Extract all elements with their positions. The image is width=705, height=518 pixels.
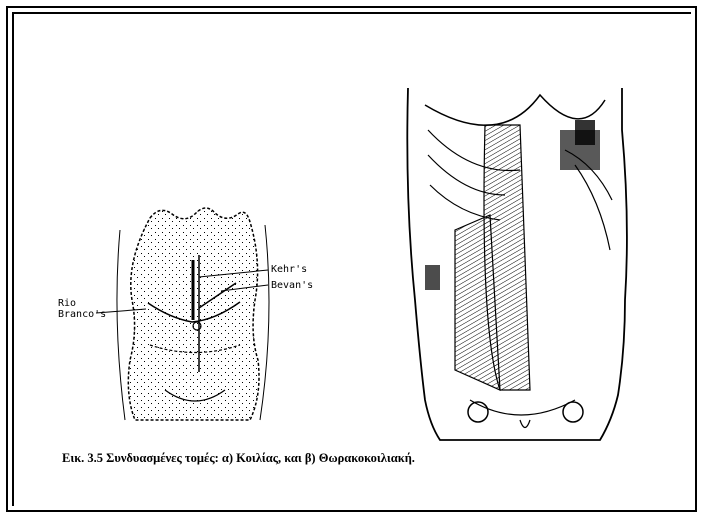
branco-label: Branco's <box>58 309 106 320</box>
figure-caption: Εικ. 3.5 Συνδυασμένες τομές: α) Κοιλίας,… <box>62 451 415 466</box>
abdomen-figure <box>96 208 269 420</box>
thoracoabdominal-figure <box>407 88 627 440</box>
kehr-incision-label: Kehr's <box>271 264 307 275</box>
bevan-incision-label: Bevan's <box>271 280 313 291</box>
rio-label: Rio <box>58 298 76 309</box>
